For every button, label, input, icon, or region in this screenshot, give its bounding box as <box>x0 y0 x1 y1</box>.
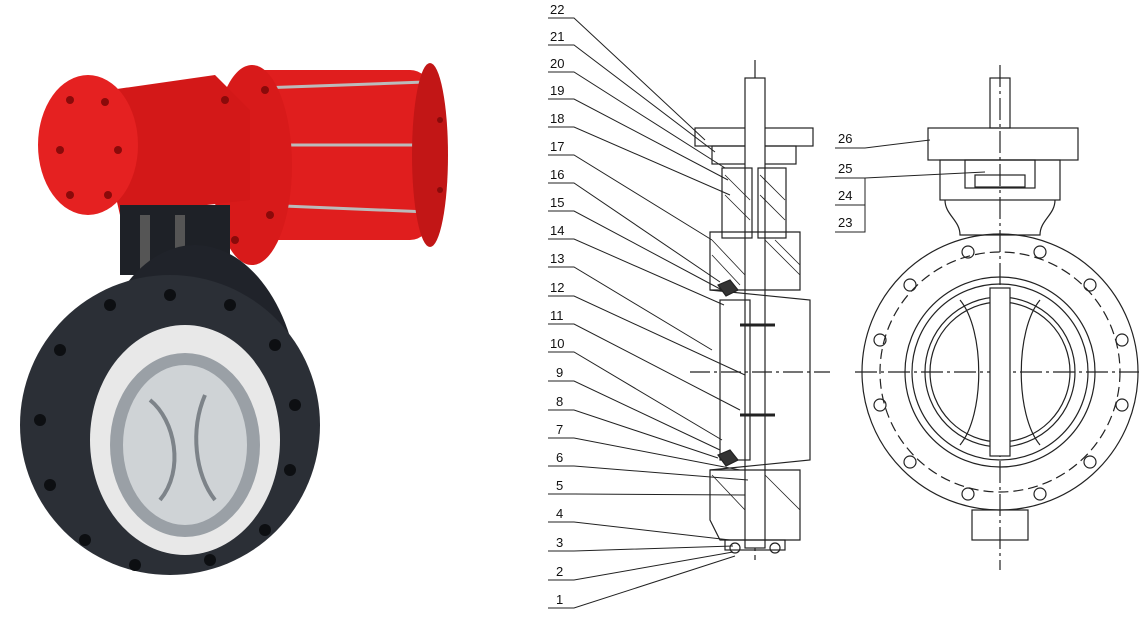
valve-photo <box>20 63 448 575</box>
callout-10: 10 <box>550 336 564 351</box>
callout-23: 23 <box>838 215 852 230</box>
callout-13: 13 <box>550 251 564 266</box>
callout-24: 24 <box>838 188 852 203</box>
actuator-end-cap-right <box>412 63 448 247</box>
callout-11: 11 <box>550 308 564 323</box>
callout-1: 1 <box>556 592 563 607</box>
callout-6: 6 <box>556 450 563 465</box>
callout-25: 25 <box>838 161 852 176</box>
callout-14: 14 <box>550 223 564 238</box>
callout-15: 15 <box>550 195 564 210</box>
actuator-housing <box>105 75 250 215</box>
callout-18: 18 <box>550 111 564 126</box>
callout-8: 8 <box>556 394 563 409</box>
callout-7: 7 <box>556 422 563 437</box>
callout-22: 22 <box>550 2 564 17</box>
front-disc <box>959 299 1041 446</box>
callout-12: 12 <box>550 280 564 295</box>
callout-numbers-left: 22 21 20 19 18 17 16 15 14 13 12 11 10 9… <box>550 2 564 607</box>
callout-19: 19 <box>550 83 564 98</box>
callout-4: 4 <box>556 506 563 521</box>
callout-17: 17 <box>550 139 564 154</box>
callout-leaders-right <box>835 139 986 233</box>
valve-disc <box>123 365 247 525</box>
callout-numbers-right: 26 25 24 23 <box>838 131 852 230</box>
front-top-flange <box>927 127 1079 161</box>
callout-leaders-left <box>548 17 749 609</box>
actuator-front-flange <box>38 75 138 215</box>
front-view <box>855 65 1139 570</box>
callout-16: 16 <box>550 167 564 182</box>
callout-26: 26 <box>838 131 852 146</box>
section-view <box>690 60 830 560</box>
section-stem <box>744 77 766 549</box>
callout-9: 9 <box>556 365 563 380</box>
callout-20: 20 <box>550 56 564 71</box>
callout-21: 21 <box>550 29 564 44</box>
callout-2: 2 <box>556 564 563 579</box>
callout-5: 5 <box>556 478 563 493</box>
callout-3: 3 <box>556 535 563 550</box>
